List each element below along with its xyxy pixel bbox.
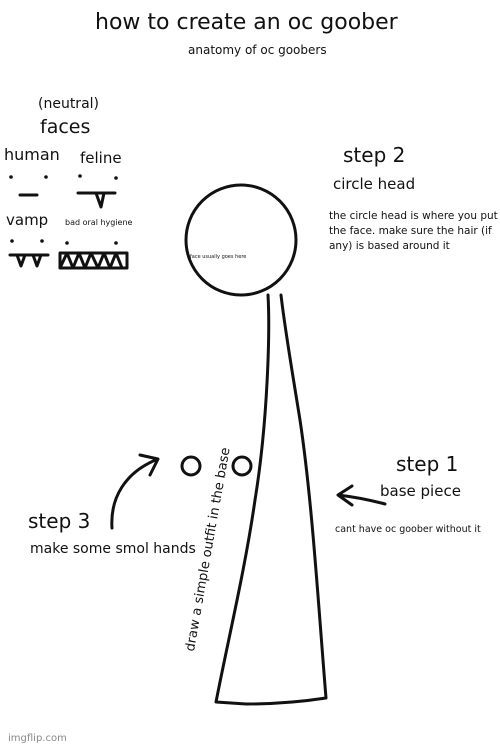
- human-face: [9, 175, 48, 197]
- bad-oral-hygiene-label: bad oral hygiene: [65, 218, 133, 227]
- step1-arrow: [336, 484, 387, 507]
- step2-name: circle head: [333, 175, 416, 193]
- bad-oral-hygiene-face: [58, 241, 129, 270]
- page-subtitle: anatomy of oc goobers: [188, 43, 327, 57]
- imgflip-watermark: imgflip.com: [8, 733, 67, 744]
- step3-arrow: [110, 453, 160, 530]
- step1-name: base piece: [380, 482, 461, 500]
- step3-title: step 3: [28, 509, 91, 533]
- feline-face: [76, 174, 118, 209]
- vamp-face: [8, 239, 50, 268]
- base-piece-body: [214, 293, 328, 706]
- circle-head: [184, 183, 298, 297]
- step2-description-line1: the circle head is where you put: [329, 210, 498, 222]
- step3-name: make some smol hands: [30, 541, 196, 557]
- right-hand: [231, 455, 253, 477]
- vamp-face-label: vamp: [6, 211, 49, 229]
- feline-face-label: feline: [80, 149, 122, 167]
- step1-description: cant have oc goober without it: [335, 524, 481, 535]
- step2-description-line3: any) is based around it: [329, 240, 450, 252]
- faces-heading: faces: [40, 116, 91, 138]
- page-title: how to create an oc goober: [95, 10, 398, 35]
- step2-description-line2: the face. make sure the hair (if: [329, 225, 492, 237]
- step1-title: step 1: [396, 452, 459, 476]
- face-placement-note: face usually goes here: [190, 254, 247, 260]
- left-hand: [180, 455, 202, 477]
- human-face-label: human: [4, 145, 60, 164]
- neutral-note: (neutral): [38, 96, 99, 112]
- step2-title: step 2: [343, 143, 406, 167]
